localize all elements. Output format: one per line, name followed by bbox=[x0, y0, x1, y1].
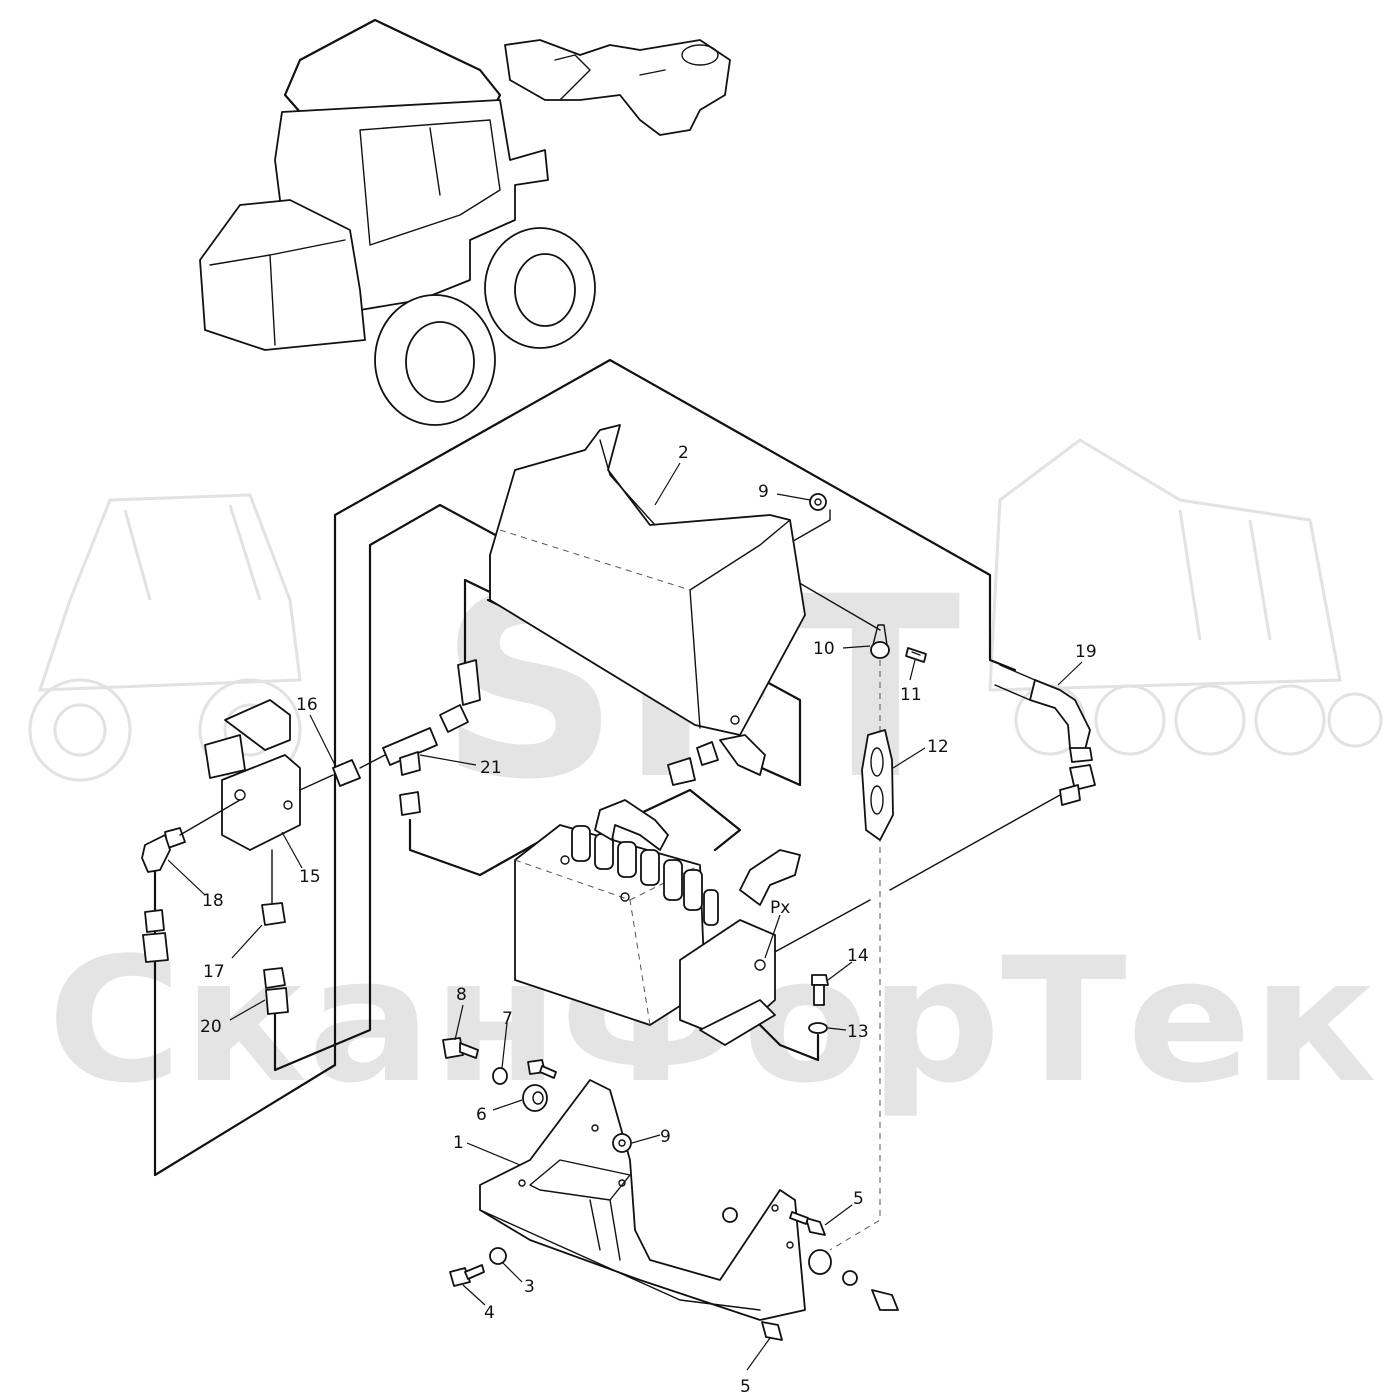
valve-block-part-15 bbox=[204, 699, 301, 851]
callout-15: 15 bbox=[299, 867, 321, 887]
nut-part-9-bottom bbox=[612, 1133, 632, 1153]
callout-1: 1 bbox=[453, 1133, 464, 1153]
washer-part-13 bbox=[808, 1022, 828, 1034]
clip-part-10 bbox=[870, 624, 890, 659]
bolt-part-5-lower bbox=[761, 1321, 783, 1341]
callout-labels: 2 9 10 11 19 16 21 12 15 18 17 20 Px 14 … bbox=[200, 443, 1097, 1397]
callout-9-bottom: 9 bbox=[660, 1127, 671, 1147]
frame-inset bbox=[504, 39, 731, 136]
watermark-tractor-left-icon bbox=[28, 493, 302, 782]
callout-5-right: 5 bbox=[853, 1189, 864, 1209]
tee-part-21 bbox=[382, 659, 481, 816]
callout-5-bottom: 5 bbox=[740, 1377, 751, 1397]
callout-8: 8 bbox=[456, 985, 467, 1005]
callout-px: Px bbox=[770, 898, 790, 918]
bolt-upper bbox=[527, 1059, 557, 1079]
callout-17: 17 bbox=[203, 962, 225, 982]
nut-part-7 bbox=[492, 1067, 508, 1085]
control-valve-block bbox=[514, 799, 801, 1046]
watermark-machine-right-icon bbox=[988, 438, 1383, 756]
nut-part-9-top bbox=[809, 493, 827, 511]
front-wheel-icon bbox=[484, 227, 596, 349]
callout-7: 7 bbox=[502, 1009, 513, 1029]
callout-16: 16 bbox=[296, 695, 318, 715]
pressure-sensor bbox=[667, 734, 766, 786]
fitting-pair-left bbox=[142, 909, 169, 963]
bracket-part-1 bbox=[479, 1079, 806, 1321]
bolt-part-14 bbox=[811, 974, 829, 1006]
bolt-part-4 bbox=[449, 1264, 485, 1287]
hose-routing bbox=[153, 358, 1061, 1251]
callout-4: 4 bbox=[484, 1303, 495, 1323]
washer-part-3 bbox=[489, 1247, 507, 1265]
hose-clamp-part-12 bbox=[861, 729, 894, 841]
elbow-fitting-part-19 bbox=[994, 664, 1096, 806]
spool-stack bbox=[571, 825, 719, 926]
bushing-part-6 bbox=[522, 1084, 548, 1112]
adapter-part-16 bbox=[299, 754, 386, 791]
bushing-right bbox=[808, 1249, 899, 1311]
elbow-part-18 bbox=[141, 799, 241, 873]
fitting-part-20 bbox=[263, 967, 289, 1015]
callout-14: 14 bbox=[847, 946, 869, 966]
bolt-part-5-right bbox=[789, 1211, 826, 1236]
callout-20: 20 bbox=[200, 1017, 222, 1037]
callout-6: 6 bbox=[476, 1105, 487, 1125]
callout-3: 3 bbox=[524, 1277, 535, 1297]
callout-10: 10 bbox=[813, 639, 835, 659]
cover-part-2 bbox=[489, 424, 806, 736]
bolt-part-8 bbox=[442, 1037, 479, 1059]
callout-2: 2 bbox=[678, 443, 689, 463]
screw-part-11 bbox=[905, 647, 927, 663]
loader-overview-illustration bbox=[199, 18, 731, 426]
callout-18: 18 bbox=[202, 891, 224, 911]
callout-11: 11 bbox=[900, 685, 922, 705]
fitting-part-17 bbox=[261, 849, 286, 926]
rear-wheel-icon bbox=[374, 294, 496, 426]
callout-13: 13 bbox=[847, 1022, 869, 1042]
nut-right-upper bbox=[722, 1207, 738, 1223]
callout-12: 12 bbox=[927, 737, 949, 757]
callout-9-top: 9 bbox=[758, 482, 769, 502]
callout-21: 21 bbox=[480, 758, 502, 778]
callout-19: 19 bbox=[1075, 642, 1097, 662]
callout-leaders bbox=[167, 462, 1083, 1371]
